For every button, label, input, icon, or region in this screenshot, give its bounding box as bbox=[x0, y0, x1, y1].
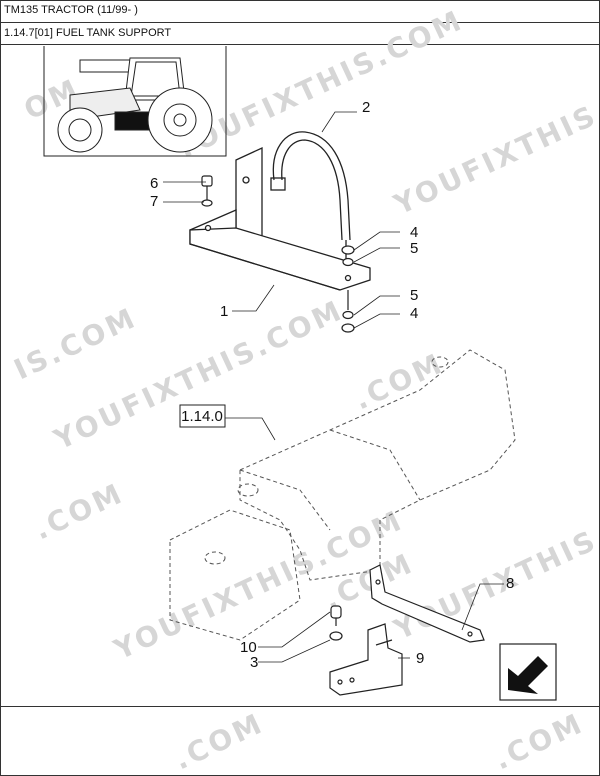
callout-4-lower: 4 bbox=[410, 305, 418, 322]
callout-6: 6 bbox=[150, 175, 158, 192]
callout-9: 9 bbox=[416, 650, 424, 667]
bolt-part bbox=[201, 175, 213, 207]
svg-text:YOUFIXTHIS: YOUFIXTHIS bbox=[388, 523, 600, 646]
bolt-part-lower bbox=[329, 605, 343, 641]
section-title: 1.14.7[01] FUEL TANK SUPPORT bbox=[4, 27, 172, 39]
header-divider-2 bbox=[0, 44, 600, 45]
svg-text:.COM: .COM bbox=[489, 706, 589, 776]
tractor-thumbnail-icon bbox=[43, 46, 227, 157]
svg-text:YOUFIXTHIS.COM: YOUFIXTHIS.COM bbox=[168, 3, 468, 166]
header-divider bbox=[0, 22, 600, 23]
svg-text:.COM: .COM bbox=[169, 706, 269, 776]
callout-2: 2 bbox=[362, 99, 370, 116]
reference-box bbox=[179, 404, 226, 428]
svg-text:.COM: .COM bbox=[29, 476, 129, 546]
mount-bracket-part bbox=[329, 623, 403, 696]
next-page-arrow-icon[interactable] bbox=[499, 643, 557, 701]
callout-5: 5 bbox=[410, 240, 418, 257]
callout-10: 10 bbox=[240, 639, 257, 656]
bracket-part bbox=[189, 146, 371, 291]
callout-8: 8 bbox=[506, 575, 514, 592]
reference-label: 1.14.0 bbox=[181, 408, 223, 425]
svg-text:YOUFIXTHIS: YOUFIXTHIS bbox=[388, 98, 600, 221]
support-strap-part bbox=[369, 564, 485, 643]
svg-text:.COM: .COM bbox=[349, 346, 449, 416]
footer-divider bbox=[0, 706, 600, 707]
strap-part bbox=[270, 131, 351, 260]
callout-3: 3 bbox=[250, 654, 258, 671]
washer-set bbox=[341, 245, 355, 333]
leader-lines bbox=[163, 111, 504, 663]
callout-7: 7 bbox=[150, 193, 158, 210]
callout-1: 1 bbox=[220, 303, 228, 320]
svg-text:IS.COM: IS.COM bbox=[9, 301, 142, 386]
callout-4: 4 bbox=[410, 224, 418, 241]
manual-title: TM135 TRACTOR (11/99- ) bbox=[4, 4, 138, 16]
callout-5-lower: 5 bbox=[410, 287, 418, 304]
fuel-tank-outline bbox=[169, 349, 516, 641]
